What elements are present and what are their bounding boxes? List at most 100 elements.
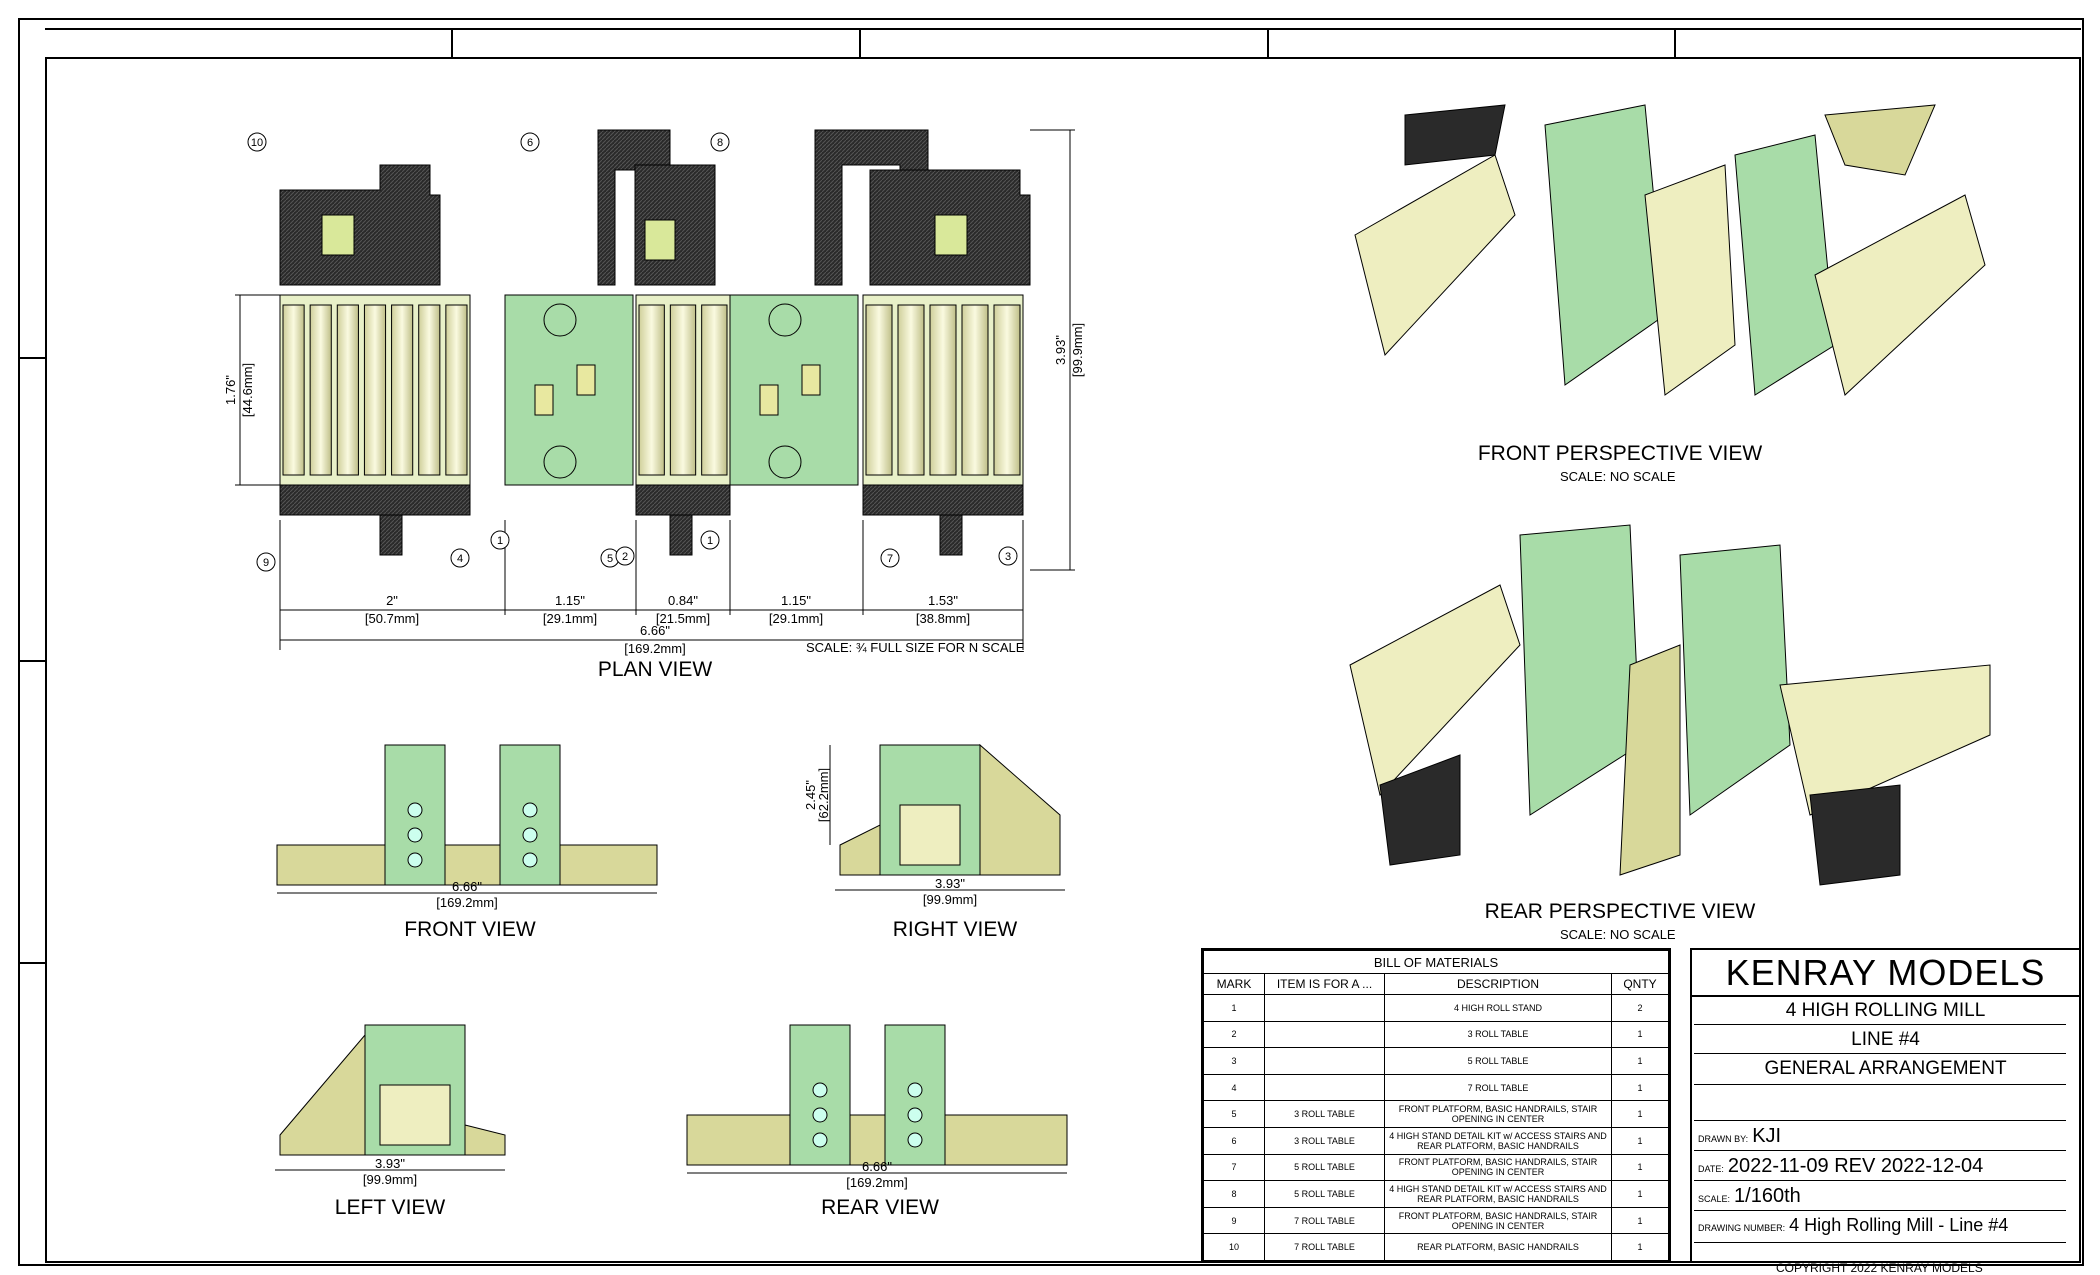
bom-cell-item (1264, 1020, 1385, 1049)
table-roll (669, 304, 697, 476)
rear-dim-mm: [169.2mm] (846, 1175, 907, 1190)
table-roll (391, 304, 414, 476)
table-roll (961, 304, 989, 476)
plan-view-label: PLAN VIEW (597, 658, 713, 681)
drawing-number-value: 4 High Rolling Mill - Line #4 (1789, 1215, 2009, 1235)
callout-balloon (700, 530, 720, 550)
bom-cell-mark: 10 (1203, 1233, 1265, 1261)
left-view-label: LEFT VIEW (334, 1196, 446, 1219)
bom-cell-desc: FRONT PLATFORM, BASIC HANDRAILS, STAIR O… (1384, 1206, 1612, 1235)
callout-number: 5 (607, 553, 613, 565)
table-roll (282, 304, 305, 476)
callout-number: 9 (263, 557, 269, 569)
right-dim-height-mm: [62.2mm] (816, 768, 831, 822)
table-roll (363, 304, 387, 476)
right-dim-height: 2.45" (803, 780, 818, 810)
table-roll (929, 304, 957, 476)
title-line-2: LINE #4 (1851, 1029, 1920, 1050)
plan-dim-2-mm: [29.1mm] (543, 611, 597, 626)
bom-cell-mark: 9 (1203, 1206, 1265, 1235)
date-value: 2022-11-09 REV 2022-12-04 (1727, 1155, 1984, 1177)
bom-cell-item: 7 ROLL TABLE (1264, 1206, 1385, 1235)
bom-cell-qty: 1 (1611, 1073, 1669, 1102)
table-roll (897, 304, 925, 476)
bom-cell-mark: 4 (1203, 1073, 1265, 1102)
plan-dim-height-left: 1.76" (223, 375, 238, 405)
rear-perspective-label: REAR PERSPECTIVE VIEW (1484, 900, 1756, 923)
front-view-label: FRONT VIEW (404, 918, 536, 941)
plan-dim-height-right-mm: [99.9mm] (1070, 323, 1085, 377)
bom-cell-desc: 7 ROLL TABLE (1384, 1073, 1612, 1102)
zone-strip-top (45, 28, 2081, 59)
callout-balloon (520, 132, 540, 152)
front-perspective-label: FRONT PERSPECTIVE VIEW (1477, 442, 1763, 465)
bom-cell-item: 3 ROLL TABLE (1264, 1126, 1385, 1155)
bom-cell-qty: 1 (1611, 1206, 1669, 1235)
bom-cell-item: 3 ROLL TABLE (1264, 1100, 1385, 1128)
bom-cell-desc: 4 HIGH ROLL STAND (1384, 994, 1612, 1022)
callout-number: 4 (457, 553, 463, 565)
bom-cell-item (1264, 994, 1385, 1022)
company-name: KENRAY MODELS (1725, 952, 2046, 993)
plan-dim-overall: 6.66" (640, 623, 670, 638)
callout-balloon (998, 546, 1018, 566)
sheet-outer-border (18, 18, 2084, 1266)
left-dim-mm: [99.9mm] (363, 1172, 417, 1187)
bom-cell-desc: REAR PLATFORM, BASIC HANDRAILS (1384, 1233, 1612, 1261)
bom-cell-mark: 1 (1203, 994, 1265, 1022)
drawn-by-field: DRAWN BY:KJI (1698, 1125, 1782, 1147)
plan-dim-3: 0.84" (668, 593, 698, 608)
bom-cell-mark: 7 (1203, 1153, 1265, 1182)
plan-dim-height-left-mm: [44.6mm] (240, 363, 255, 417)
plan-dim-1: 2" (386, 593, 398, 608)
bom-header-item: ITEM IS FOR A ... (1264, 973, 1385, 995)
title-block: KENRAY MODELS 4 HIGH ROLLING MILL LINE #… (1690, 948, 2081, 1263)
callout-balloon (710, 132, 730, 152)
callout-number: 2 (622, 551, 628, 563)
table-roll (445, 304, 468, 476)
bom-cell-qty: 1 (1611, 1153, 1669, 1182)
front-perspective-scale: SCALE: NO SCALE (1560, 469, 1676, 484)
bom-cell-mark: 5 (1203, 1100, 1265, 1128)
rear-dim: 6.66" (862, 1159, 892, 1174)
right-dim-mm: [99.9mm] (923, 892, 977, 907)
table-roll (865, 304, 893, 476)
callout-balloon (256, 552, 276, 572)
callout-number: 3 (1005, 551, 1011, 563)
bom-cell-mark: 8 (1203, 1180, 1265, 1208)
callout-number: 7 (887, 553, 893, 565)
bom-cell-item (1264, 1047, 1385, 1075)
bill-of-materials: BILL OF MATERIALS MARK ITEM IS FOR A ...… (1201, 948, 1671, 1263)
bom-cell-mark: 3 (1203, 1047, 1265, 1075)
bom-cell-qty: 1 (1611, 1100, 1669, 1128)
front-dim-mm: [169.2mm] (436, 895, 497, 910)
plan-dim-5-mm: [38.8mm] (916, 611, 970, 626)
rear-view-label: REAR VIEW (821, 1196, 939, 1219)
bom-header-description: DESCRIPTION (1384, 973, 1612, 995)
title-line-1: 4 HIGH ROLLING MILL (1785, 1000, 1986, 1021)
callout-balloon (247, 132, 267, 152)
copyright-note: COPYRIGHT 2022 KENRAY MODELS (1776, 1261, 1983, 1275)
table-roll (309, 304, 332, 476)
bom-cell-mark: 6 (1203, 1126, 1265, 1155)
bom-cell-qty: 1 (1611, 1047, 1669, 1075)
plan-view-drawing: 2" [50.7mm] 1.15" [29.1mm] 0.84" [21.5mm… (223, 129, 1085, 656)
bom-cell-item: 7 ROLL TABLE (1264, 1233, 1385, 1261)
bom-cell-qty: 1 (1611, 1180, 1669, 1208)
bom-header-mark: MARK (1203, 973, 1265, 995)
bom-cell-item: 5 ROLL TABLE (1264, 1180, 1385, 1208)
callout-number: 6 (527, 137, 533, 149)
bom-cell-mark: 2 (1203, 1020, 1265, 1049)
front-view-drawing: 6.66" [169.2mm] (276, 744, 658, 910)
bom-cell-item (1264, 1073, 1385, 1102)
plan-dim-height-right: 3.93" (1053, 335, 1068, 365)
callout-balloon (615, 546, 635, 566)
bom-title: BILL OF MATERIALS (1203, 950, 1669, 974)
